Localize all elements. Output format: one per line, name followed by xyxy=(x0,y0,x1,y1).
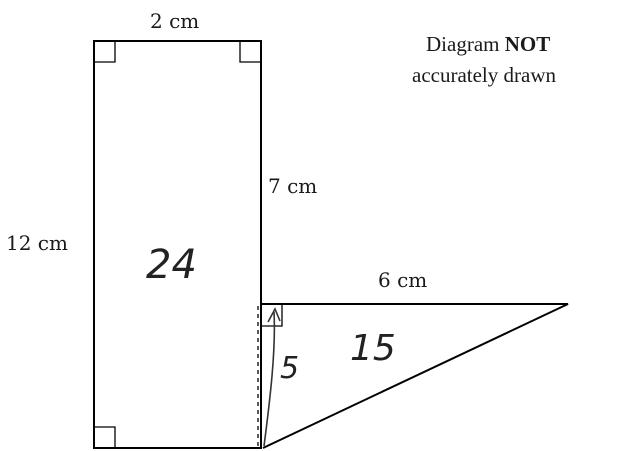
height-arrow-head xyxy=(267,307,281,323)
handwritten-triangle-area: 15 xyxy=(350,328,396,369)
triangle-shape xyxy=(261,303,569,449)
handwritten-triangle-height: 5 xyxy=(280,351,299,386)
top-width-label: 2 cm xyxy=(150,9,199,33)
left-height-label: 12 cm xyxy=(6,231,68,255)
handwritten-rectangle-area: 24 xyxy=(146,242,197,288)
note-bold: NOT xyxy=(505,32,551,56)
right-angle-marker-top-left xyxy=(94,41,116,63)
right-upper-label: 7 cm xyxy=(268,174,317,198)
right-angle-marker-top-right xyxy=(239,41,261,63)
triangle-top-label: 6 cm xyxy=(378,268,427,292)
height-arrow-curve xyxy=(263,311,276,447)
right-angle-marker-triangle xyxy=(261,304,283,327)
not-accurate-note: Diagram NOT xyxy=(426,32,550,56)
right-angle-marker-bottom-left xyxy=(94,426,116,448)
rectangle-shape xyxy=(93,40,262,449)
not-accurate-note-line2: accurately drawn xyxy=(412,63,556,87)
note-prefix: Diagram xyxy=(426,32,505,56)
